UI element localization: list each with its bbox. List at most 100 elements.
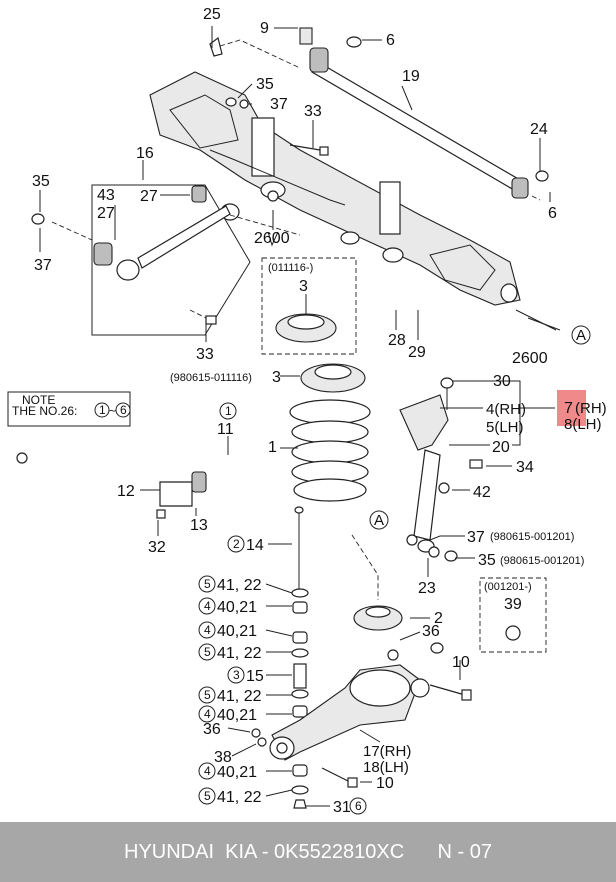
suspension-parts-diagram: 25 9 6 19 35 37 33 24 6 16 35 43 27 27 3… [7, 6, 607, 816]
label-4122b: 41, 22 [217, 645, 262, 662]
note-title: NOTE [22, 393, 55, 407]
spring-seat-box [261, 257, 357, 355]
label-a-top: A [576, 327, 586, 344]
label-24: 24 [530, 121, 548, 138]
footer-brand: HYUNDAI KIA - [124, 840, 275, 863]
label-6a: 6 [386, 32, 395, 49]
label-8-lh: 8(LH) [564, 416, 602, 433]
label-4021c: 40,21 [217, 707, 257, 724]
label-38: 38 [214, 749, 232, 766]
label-33b: 33 [196, 346, 214, 363]
label-19: 19 [402, 68, 420, 85]
label-7-rh: (RH) [575, 400, 607, 417]
label-13: 13 [190, 517, 208, 534]
label-3: 3 [299, 278, 308, 295]
leader-lines [39, 26, 561, 807]
spring-seat-lower [300, 363, 366, 393]
label-16: 16 [136, 145, 154, 162]
label-6b: 6 [548, 205, 557, 222]
lateral-rod [209, 27, 549, 201]
shock-absorber [399, 377, 483, 562]
coil-spring [289, 399, 371, 502]
ref-marker-a-top [571, 325, 591, 345]
label-a-mid: A [374, 512, 384, 529]
label-4021a-circled: 4 [204, 599, 211, 613]
label-4122b-circled: 5 [204, 645, 211, 659]
label-2600a: 2600 [254, 230, 290, 247]
label-14-circled: 2 [233, 537, 240, 551]
label-4122d: 41, 22 [217, 789, 262, 806]
label-011116: (011116-) [268, 262, 313, 274]
label-10a: 10 [452, 654, 470, 671]
label-35c: 35 [478, 552, 496, 569]
label-27a: 27 [140, 188, 158, 205]
label-4021d: 40,21 [217, 764, 257, 781]
stabilizer-bar [16, 449, 355, 629]
label-15: 15 [246, 668, 264, 685]
footer-part-number: 0K5522810XC [274, 840, 405, 863]
lower-spring-seat [353, 605, 403, 631]
label-9: 9 [260, 20, 269, 37]
bolt-33-top [225, 97, 329, 156]
label-33a: 33 [304, 103, 322, 120]
label-28: 28 [388, 332, 406, 349]
label-31-circled: 6 [355, 799, 362, 813]
label-11: 11 [217, 421, 234, 438]
label-23: 23 [418, 580, 436, 597]
label-2600b: 2600 [512, 350, 548, 367]
label-001201: (001201-) [484, 581, 532, 593]
label-42: 42 [473, 484, 491, 501]
label-25: 25 [203, 6, 221, 23]
label-4021a: 40,21 [217, 599, 257, 616]
label-4-rh: 4(RH) [486, 401, 526, 418]
label-27b: 27 [97, 205, 115, 222]
label-4122a: 41, 22 [217, 577, 262, 594]
label-37a: 37 [270, 96, 288, 113]
label-34: 34 [516, 459, 534, 476]
label-980615-011116: (980615-011116) [170, 372, 252, 384]
label-31: 31 [333, 799, 351, 816]
highlight-box [557, 390, 586, 426]
note: NOTE THE NO.26: 1 ~ 6 [12, 393, 127, 418]
label-35b: 35 [32, 173, 50, 190]
stabilizer-link-stack [291, 506, 309, 809]
label-3b: 3 [272, 369, 281, 386]
label-10b: 10 [376, 775, 394, 792]
label-29: 29 [408, 344, 426, 361]
label-4122d-circled: 5 [204, 789, 211, 803]
label-4021c-circled: 4 [204, 707, 211, 721]
spring-bracket-left [251, 117, 275, 177]
footer-page: N - 07 [437, 840, 492, 863]
lower-trailing-arm [251, 534, 472, 788]
note-range-to: 6 [120, 403, 127, 417]
circled-callouts [198, 402, 367, 815]
label-32: 32 [148, 539, 166, 556]
shock-nut-box [479, 577, 547, 653]
label-2: 2 [434, 610, 443, 627]
label-4021d-circled: 4 [204, 764, 211, 778]
part-number-labels: 25 9 6 19 35 37 33 24 6 16 35 43 27 27 3… [32, 6, 607, 816]
label-4122a-circled: 5 [204, 577, 211, 591]
label-43: 43 [97, 187, 115, 204]
label-35a: 35 [256, 76, 274, 93]
label-14: 14 [246, 537, 264, 554]
note-range-from: 1 [99, 403, 106, 417]
label-20: 20 [492, 439, 510, 456]
label-980615-001201a: (980615-001201) [490, 531, 574, 543]
label-15-circled: 3 [233, 668, 240, 682]
label-1: 1 [268, 439, 277, 456]
label-37c: 37 [467, 529, 485, 546]
label-980615-001201b: (980615-001201) [500, 555, 584, 567]
label-17-rh: 17(RH) [363, 743, 411, 760]
footer-bar: HYUNDAI KIA - 0K5522810XC N - 07 [0, 822, 616, 882]
label-12: 12 [117, 483, 135, 500]
label-11-circled: 1 [225, 404, 232, 418]
note-range-tilde: ~ [109, 404, 116, 418]
label-4021b-circled: 4 [204, 623, 211, 637]
label-30: 30 [493, 373, 511, 390]
label-36b: 36 [203, 721, 221, 738]
label-7: 7 [564, 400, 573, 417]
label-4122c-circled: 5 [204, 688, 211, 702]
spring-seat-upper [275, 313, 337, 343]
lower-arm-assembly-16 [31, 184, 301, 336]
